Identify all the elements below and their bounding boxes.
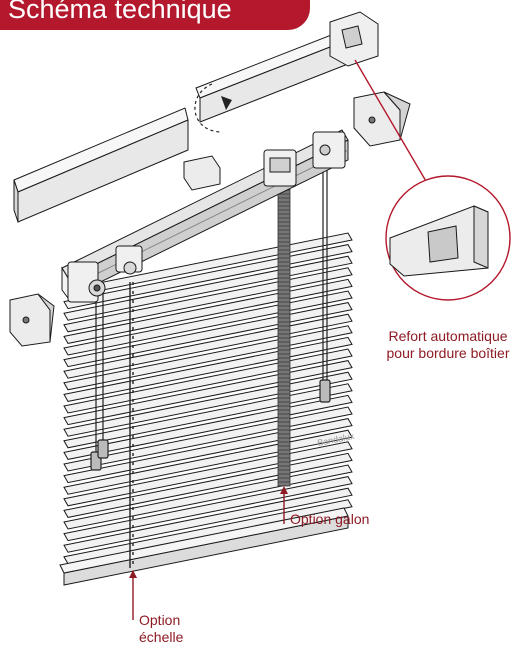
title-banner <box>0 0 310 30</box>
galon-tape <box>277 187 291 487</box>
refort-callout: Refort automatique pour bordure boîtier <box>382 328 514 362</box>
slat <box>63 487 353 553</box>
zoom-leader-line <box>354 59 431 189</box>
slat <box>63 499 353 565</box>
page-title: Schéma technique <box>8 0 232 24</box>
valance-return <box>195 29 349 123</box>
galon-arrow-head <box>280 486 288 494</box>
echelle-callout-line2: échelle <box>139 629 184 645</box>
echelle-callout-line1: Option <box>139 612 181 628</box>
refort-callout-line2: pour bordure boîtier <box>386 345 510 361</box>
echelle-arrow-head <box>129 570 137 578</box>
rotation-arrow-head <box>221 96 232 110</box>
valance-front <box>13 107 189 223</box>
galon-callout: Option galon <box>290 511 370 527</box>
cord-lock-center <box>263 149 297 187</box>
end-cap-bracket <box>329 11 379 67</box>
ladder-cords <box>129 282 134 568</box>
tilt-mechanism-left <box>67 245 143 303</box>
refort-callout-line1: Refort automatique <box>388 328 508 344</box>
mounting-bracket-left <box>9 293 55 347</box>
slat <box>63 476 353 542</box>
center-support-bracket <box>183 155 221 191</box>
echelle-callout: Option échelle <box>139 612 183 646</box>
rotation-arrow <box>194 83 223 133</box>
cord-lock-right <box>312 131 346 169</box>
mounting-bracket-right <box>353 91 411 147</box>
tilt-cords <box>90 158 331 471</box>
refort-zoom-circle <box>385 175 511 301</box>
bottom-rail <box>59 507 349 586</box>
